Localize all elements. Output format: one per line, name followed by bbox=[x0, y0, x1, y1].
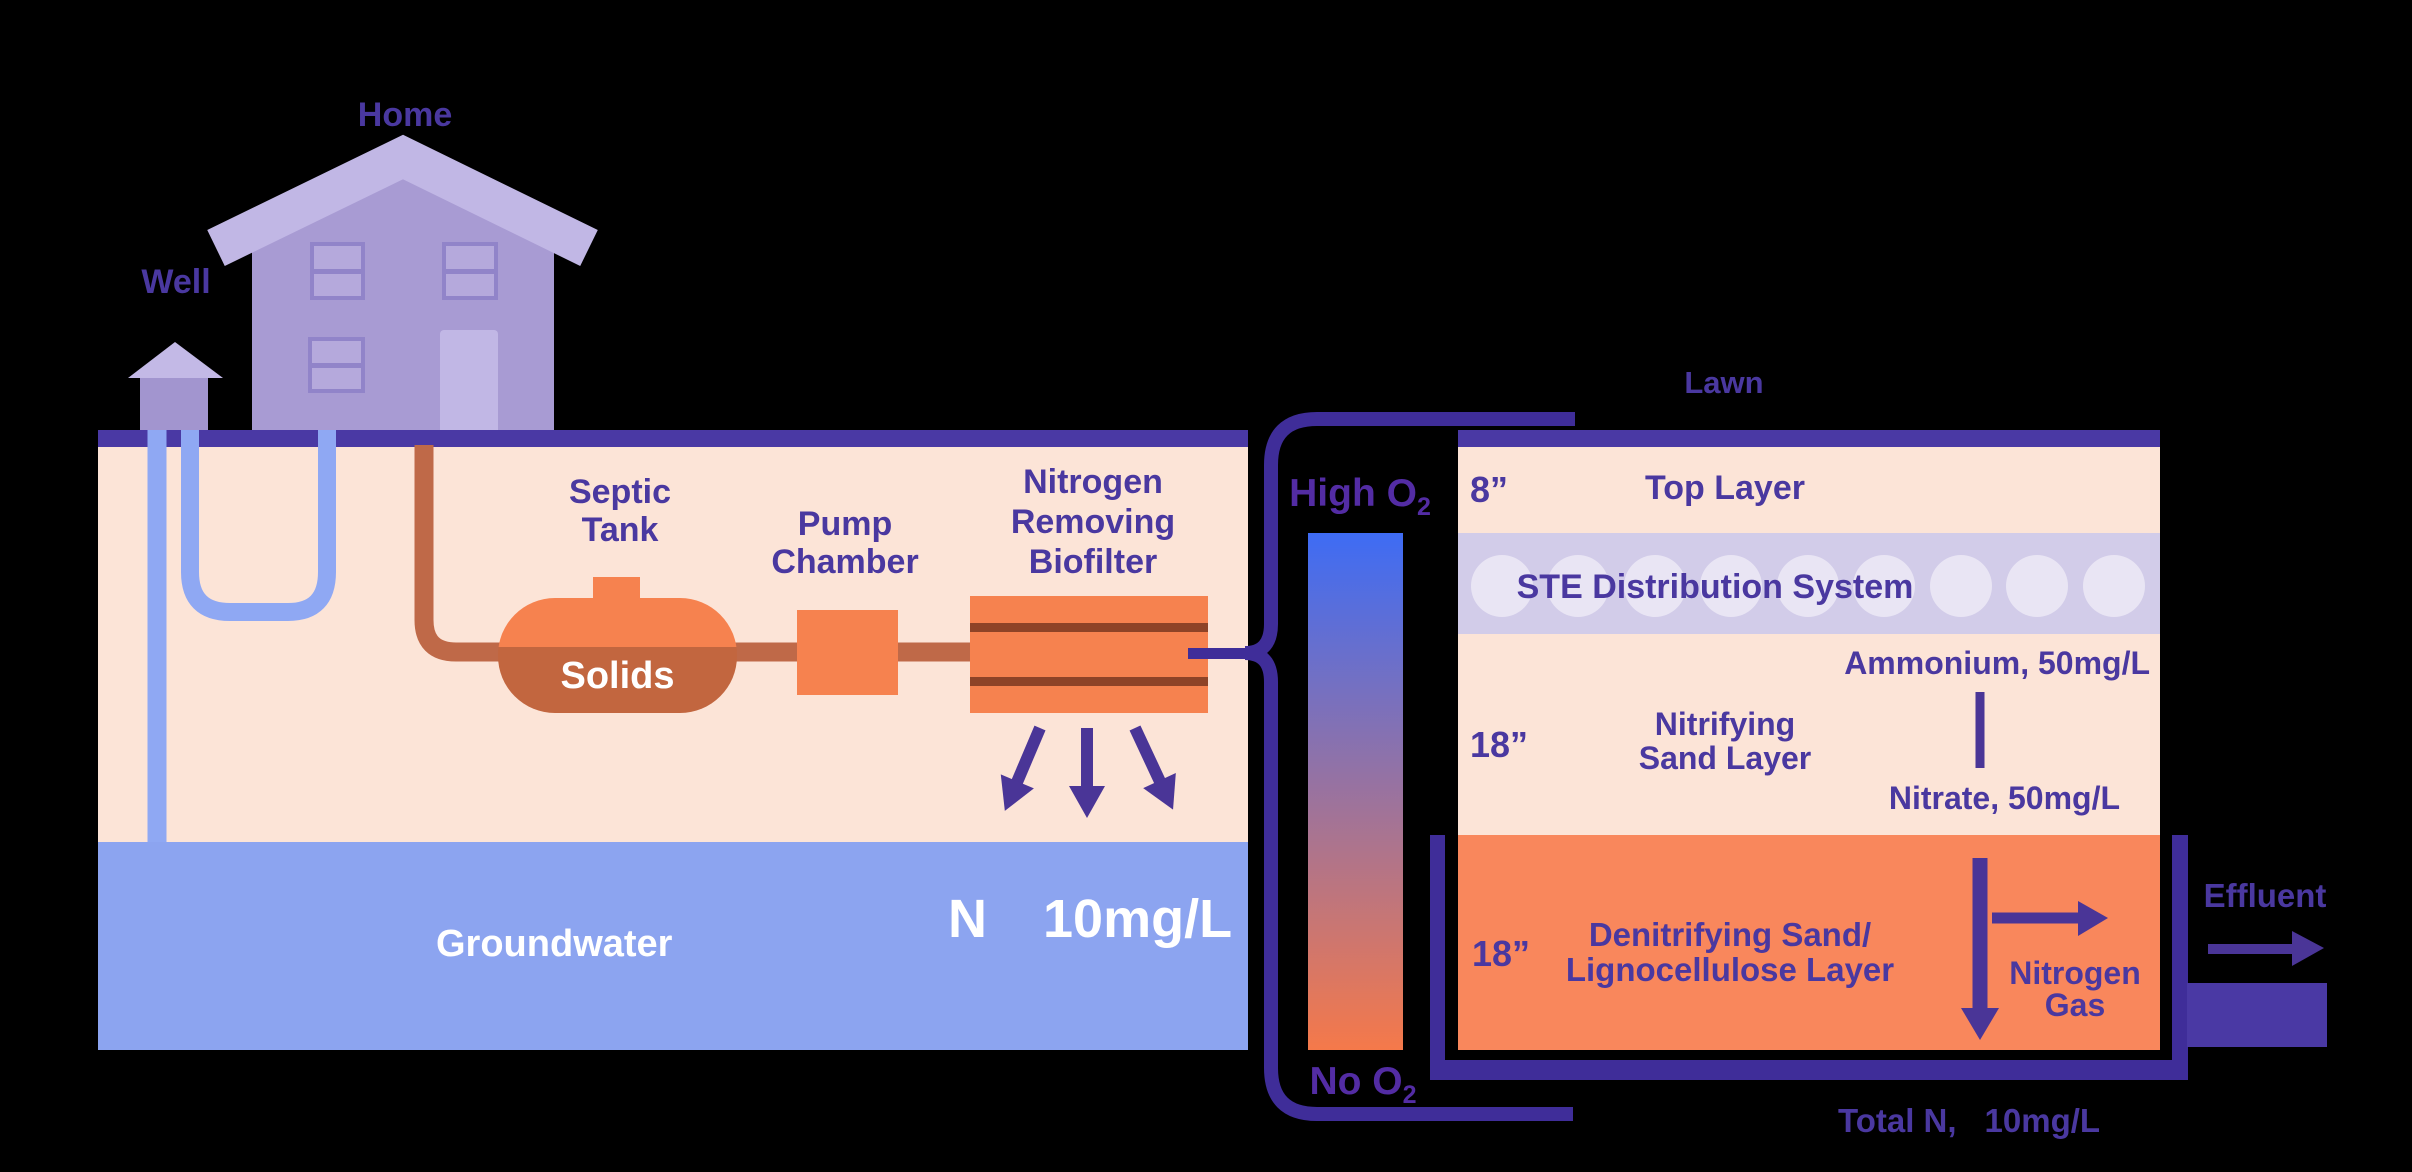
liner-bottom bbox=[1430, 1060, 2188, 1080]
lawn-label: Lawn bbox=[1684, 365, 1764, 400]
denitrifying-depth: 18” bbox=[1472, 933, 1531, 974]
pipe-circle bbox=[1930, 555, 1992, 617]
biofilter-discharge-arrows bbox=[1000, 725, 1176, 818]
pipe-circle bbox=[1853, 555, 1915, 617]
groundwater-label: Groundwater bbox=[436, 923, 673, 965]
well-label: Well bbox=[141, 263, 211, 301]
groundwater-n-label: N bbox=[948, 889, 987, 949]
top-layer-label: Top Layer bbox=[1645, 469, 1805, 507]
ste-distribution-label: STE Distribution System bbox=[1516, 568, 1914, 606]
nitrifying-depth: 18” bbox=[1470, 724, 1529, 765]
well-stem bbox=[140, 378, 208, 430]
groundwater-block bbox=[98, 842, 1248, 1050]
nitrate-label: Nitrate, 50mg/L bbox=[1888, 780, 2120, 816]
brace-connector bbox=[1244, 412, 1575, 1121]
pipe-circle bbox=[1471, 555, 1533, 617]
house-window-upper-left bbox=[310, 242, 365, 300]
subscript: 2 bbox=[1416, 492, 1431, 521]
septic-tank: Solids bbox=[498, 598, 737, 713]
sewage-pipe bbox=[414, 445, 975, 662]
ste-distribution-band bbox=[1458, 533, 2160, 634]
pipe-circle bbox=[2006, 555, 2068, 617]
groundwater-n-value: 10mg/L bbox=[1043, 889, 1233, 949]
no-o2-label: No O2 bbox=[1309, 1060, 1417, 1109]
effluent-arrow bbox=[2208, 931, 2324, 966]
ground-surface-bar bbox=[98, 430, 1248, 447]
septic-tank-sludge bbox=[498, 647, 737, 713]
liner-left bbox=[1430, 835, 1445, 1080]
septic-tank-riser bbox=[593, 577, 640, 599]
total-n-label: Total N, bbox=[1838, 1102, 1957, 1139]
home-label: Home bbox=[357, 96, 453, 134]
subscript: 2 bbox=[1402, 1080, 1417, 1109]
nitrogen-gas-arrow bbox=[1992, 901, 2108, 936]
nitrifying-label: Nitrifying Sand Layer bbox=[1638, 706, 1812, 776]
total-n-caption: Total N, 10mg/L bbox=[1838, 1102, 2100, 1140]
high-o2-label: High O2 bbox=[1289, 472, 1431, 521]
septic-tank-label: Septic Tank bbox=[568, 473, 672, 549]
tank-surface-bar bbox=[1458, 430, 2160, 447]
top-layer-band bbox=[1458, 447, 2160, 533]
pump-chamber-box bbox=[797, 610, 898, 695]
window-divider bbox=[312, 363, 361, 368]
house-window-lower-left bbox=[308, 337, 365, 393]
biofilter-label: Nitrogen Removing Biofilter bbox=[1010, 463, 1176, 581]
biofilter-media-line bbox=[970, 623, 1208, 632]
liner-right bbox=[2172, 835, 2188, 1080]
effluent-outlet-pipe bbox=[2187, 983, 2327, 1047]
ammonium-label: Ammonium, 50mg/L bbox=[1844, 645, 2150, 681]
biofilter-box bbox=[970, 596, 1208, 713]
denitrifying-sand-band bbox=[1458, 835, 2160, 1050]
well-arrow-icon bbox=[128, 342, 223, 378]
pipe-circle bbox=[1700, 555, 1762, 617]
oxygen-gradient-bar bbox=[1308, 533, 1403, 1050]
pipe-circle bbox=[1547, 555, 1609, 617]
septic-tank-liquid bbox=[498, 598, 737, 647]
denitrifying-down-arrow bbox=[1961, 858, 1999, 1040]
window-divider bbox=[314, 269, 361, 274]
pipe-circle bbox=[1624, 555, 1686, 617]
solids-label: Solids bbox=[560, 655, 675, 697]
nitrifying-sand-band bbox=[1458, 634, 2160, 835]
house-window-upper-right bbox=[442, 242, 498, 300]
effluent-label: Effluent bbox=[2203, 877, 2327, 914]
house-roof bbox=[207, 134, 598, 266]
well-to-house-pipe bbox=[181, 430, 336, 621]
total-n-value: 10mg/L bbox=[1984, 1102, 2101, 1139]
pipe-circle bbox=[2083, 555, 2145, 617]
pump-chamber-label: Pump Chamber bbox=[771, 505, 919, 581]
denitrifying-label: Denitrifying Sand/ Lignocellulose Layer bbox=[1565, 916, 1895, 988]
biofilter-media-line bbox=[970, 677, 1208, 686]
top-layer-depth: 8” bbox=[1470, 469, 1509, 510]
pipe-circle bbox=[1777, 555, 1839, 617]
nitrogen-gas-label: Nitrogen Gas bbox=[2009, 955, 2141, 1023]
biofilter-outlet-stub bbox=[1188, 648, 1246, 659]
window-divider bbox=[446, 269, 494, 274]
house-door bbox=[440, 330, 498, 430]
